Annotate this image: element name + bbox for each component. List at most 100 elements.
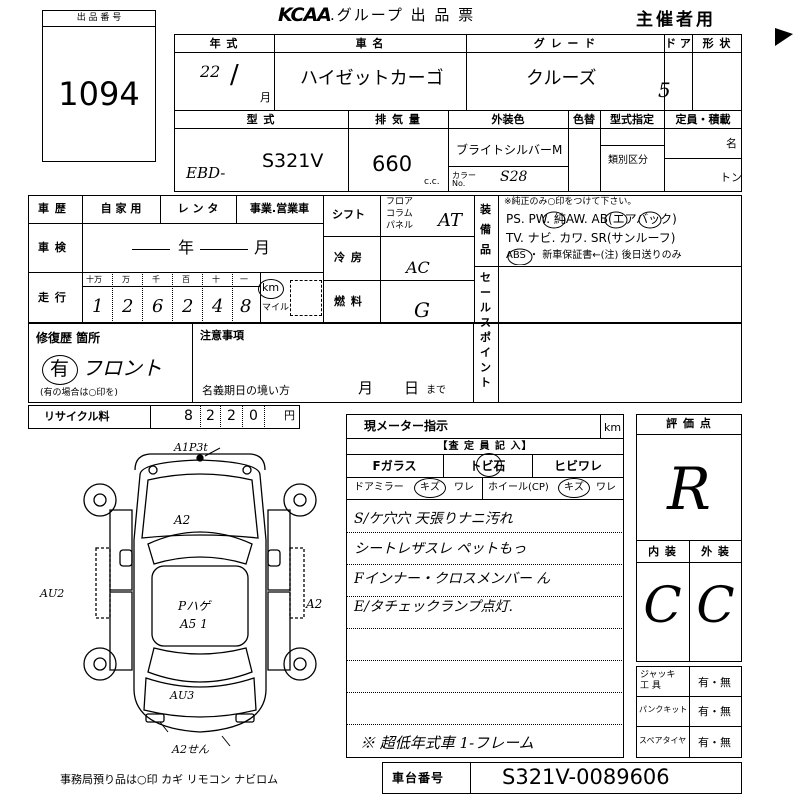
inspection-comment: ※ 超低年式車 1-フレーム (360, 734, 534, 752)
corner-mark (775, 28, 793, 46)
month-suffix: 月 (260, 91, 271, 104)
fuel-label: 燃 料 (334, 295, 363, 308)
score: R (667, 455, 711, 523)
lot-number-box (42, 10, 156, 162)
sales-point-label: セールスポイント (480, 271, 491, 389)
equipment-note: ※純正のみ○印をつけて下さい。 (504, 197, 637, 207)
recycle-digit: 0 (249, 408, 258, 424)
shift-option-panel[interactable]: パネル (386, 221, 414, 231)
exterior-color-label: 外装色 (491, 113, 525, 126)
sales-point-box (474, 323, 742, 403)
mileage-digit: 2 (122, 296, 134, 317)
chassis-number: S321V-0089606 (502, 765, 670, 789)
color-no-label: カラー No. (452, 171, 476, 188)
mirror-label: ドアミラー (354, 482, 404, 493)
capacity-unit-ton: トン (720, 171, 742, 184)
recycle-box (28, 405, 300, 429)
damage-mark: Pハゲ (178, 599, 211, 613)
brand-logo: KCAA (278, 4, 332, 26)
expiry-day: 日 (404, 379, 420, 397)
wheel-crack[interactable]: ワレ (596, 482, 616, 493)
shift-option-column[interactable]: コラム (386, 209, 413, 219)
inspection-comment: S/ケ穴穴 天張りナニ汚れ (354, 511, 513, 527)
repair-table (28, 323, 474, 403)
grade: クルーズ (526, 68, 597, 89)
mileage-digit: 1 (92, 296, 104, 317)
expiry-label: 名義期日の境い方 (202, 384, 290, 397)
damage-mark: A2 (174, 513, 191, 527)
repair-circle (42, 355, 78, 385)
recycle-digit: 2 (206, 408, 215, 424)
inspection-year: 年 (178, 238, 195, 257)
interior-label: 内 装 (648, 545, 677, 558)
office-items: 事務局預り品は○印 カギ リモコン ナビロム (60, 773, 279, 786)
year-label: 年 式 (209, 37, 239, 50)
capacity-label: 定員・積載 (675, 113, 731, 126)
mileage-label: 走 行 (38, 291, 67, 304)
repair-value[interactable]: 有 (50, 358, 70, 380)
history-table (28, 195, 742, 323)
damage-mark: A5 1 (180, 617, 208, 631)
wheel-label: ホイール(CP) (488, 482, 549, 493)
history-label: 車 歴 (38, 202, 67, 215)
meter-unit: km (604, 421, 622, 434)
year-value: 22 (200, 62, 221, 81)
glass-label: Fガラス (372, 459, 417, 473)
equipment-label: 装備品 (480, 203, 491, 256)
cc-unit: c.c. (424, 177, 440, 187)
mirror-crack[interactable]: ワレ (454, 482, 474, 493)
vehicle-table (174, 34, 742, 192)
mileage-digit: 2 (182, 296, 194, 317)
mileage-digit-label: 千 (152, 275, 160, 284)
shape-label: 形 状 (702, 37, 732, 50)
history-rental[interactable]: レ ン タ (177, 202, 219, 215)
equipment-circles (507, 211, 662, 265)
jack-value[interactable]: 有・無 (698, 676, 731, 689)
color-change-label: 色替 (573, 113, 595, 126)
mileage-digit-label: 十 (212, 275, 220, 284)
car-name: ハイゼットカーゴ (300, 68, 444, 89)
damage-mark: A1P3t (174, 441, 208, 454)
class-label: 類別区分 (608, 155, 648, 166)
mileage-digit: 6 (152, 296, 164, 317)
expiry-month: 月 (358, 379, 374, 397)
model-designation-label: 型式指定 (610, 113, 654, 126)
ac-value: AC (406, 258, 430, 277)
mileage-digit-label: 百 (182, 275, 190, 284)
mile-unit[interactable]: マイル (262, 303, 290, 313)
mileage-extra-box (290, 280, 322, 316)
shift-value: AT (438, 210, 463, 231)
displacement-label: 排 気 量 (375, 113, 421, 126)
repair-label: 修復歴 箇所 (36, 331, 101, 345)
damage-mark: A2せん (172, 743, 209, 756)
inspection-comment: Fインナー・クロスメンバー ん (354, 571, 551, 587)
car-name-label: 車 名 (355, 37, 385, 50)
puncture-value[interactable]: 有・無 (698, 705, 731, 718)
km-unit[interactable]: km (262, 281, 280, 294)
recycle-digit: 2 (227, 408, 236, 424)
history-private[interactable]: 自 家 用 (100, 202, 142, 215)
jack-label: ジャッキ 工 具 (640, 670, 676, 691)
history-business[interactable]: 事業.営業車 (249, 202, 310, 215)
score-label: 評 価 点 (666, 417, 712, 430)
form-title: .グループ 出 品 票 (330, 6, 476, 24)
car-damage-diagram (83, 447, 317, 747)
expiry-suffix: まで (426, 385, 446, 396)
crack-label[interactable]: ヒビワレ (553, 459, 602, 473)
shift-label: シフト (332, 208, 365, 221)
repair-note: (有の場合は○印を) (40, 388, 118, 398)
damage-mark: AU3 (170, 689, 195, 702)
damage-mark: A2 (306, 597, 323, 611)
inspection-comment: シートレザスレ ペットもっ (354, 541, 527, 557)
exterior-color: ブライトシルバーM (456, 143, 563, 157)
damage-mark: AU2 (40, 587, 65, 600)
shift-option-floor[interactable]: フロア (386, 197, 414, 207)
spare-value[interactable]: 有・無 (698, 736, 731, 749)
mirror-scratch[interactable]: キズ (420, 482, 440, 493)
km-circle (258, 279, 284, 299)
mirror-circle (414, 478, 446, 498)
model: S321V (262, 150, 324, 172)
interior-grade: C (643, 576, 682, 634)
wheel-circle (558, 478, 590, 498)
wheel-scratch[interactable]: キズ (564, 482, 584, 493)
